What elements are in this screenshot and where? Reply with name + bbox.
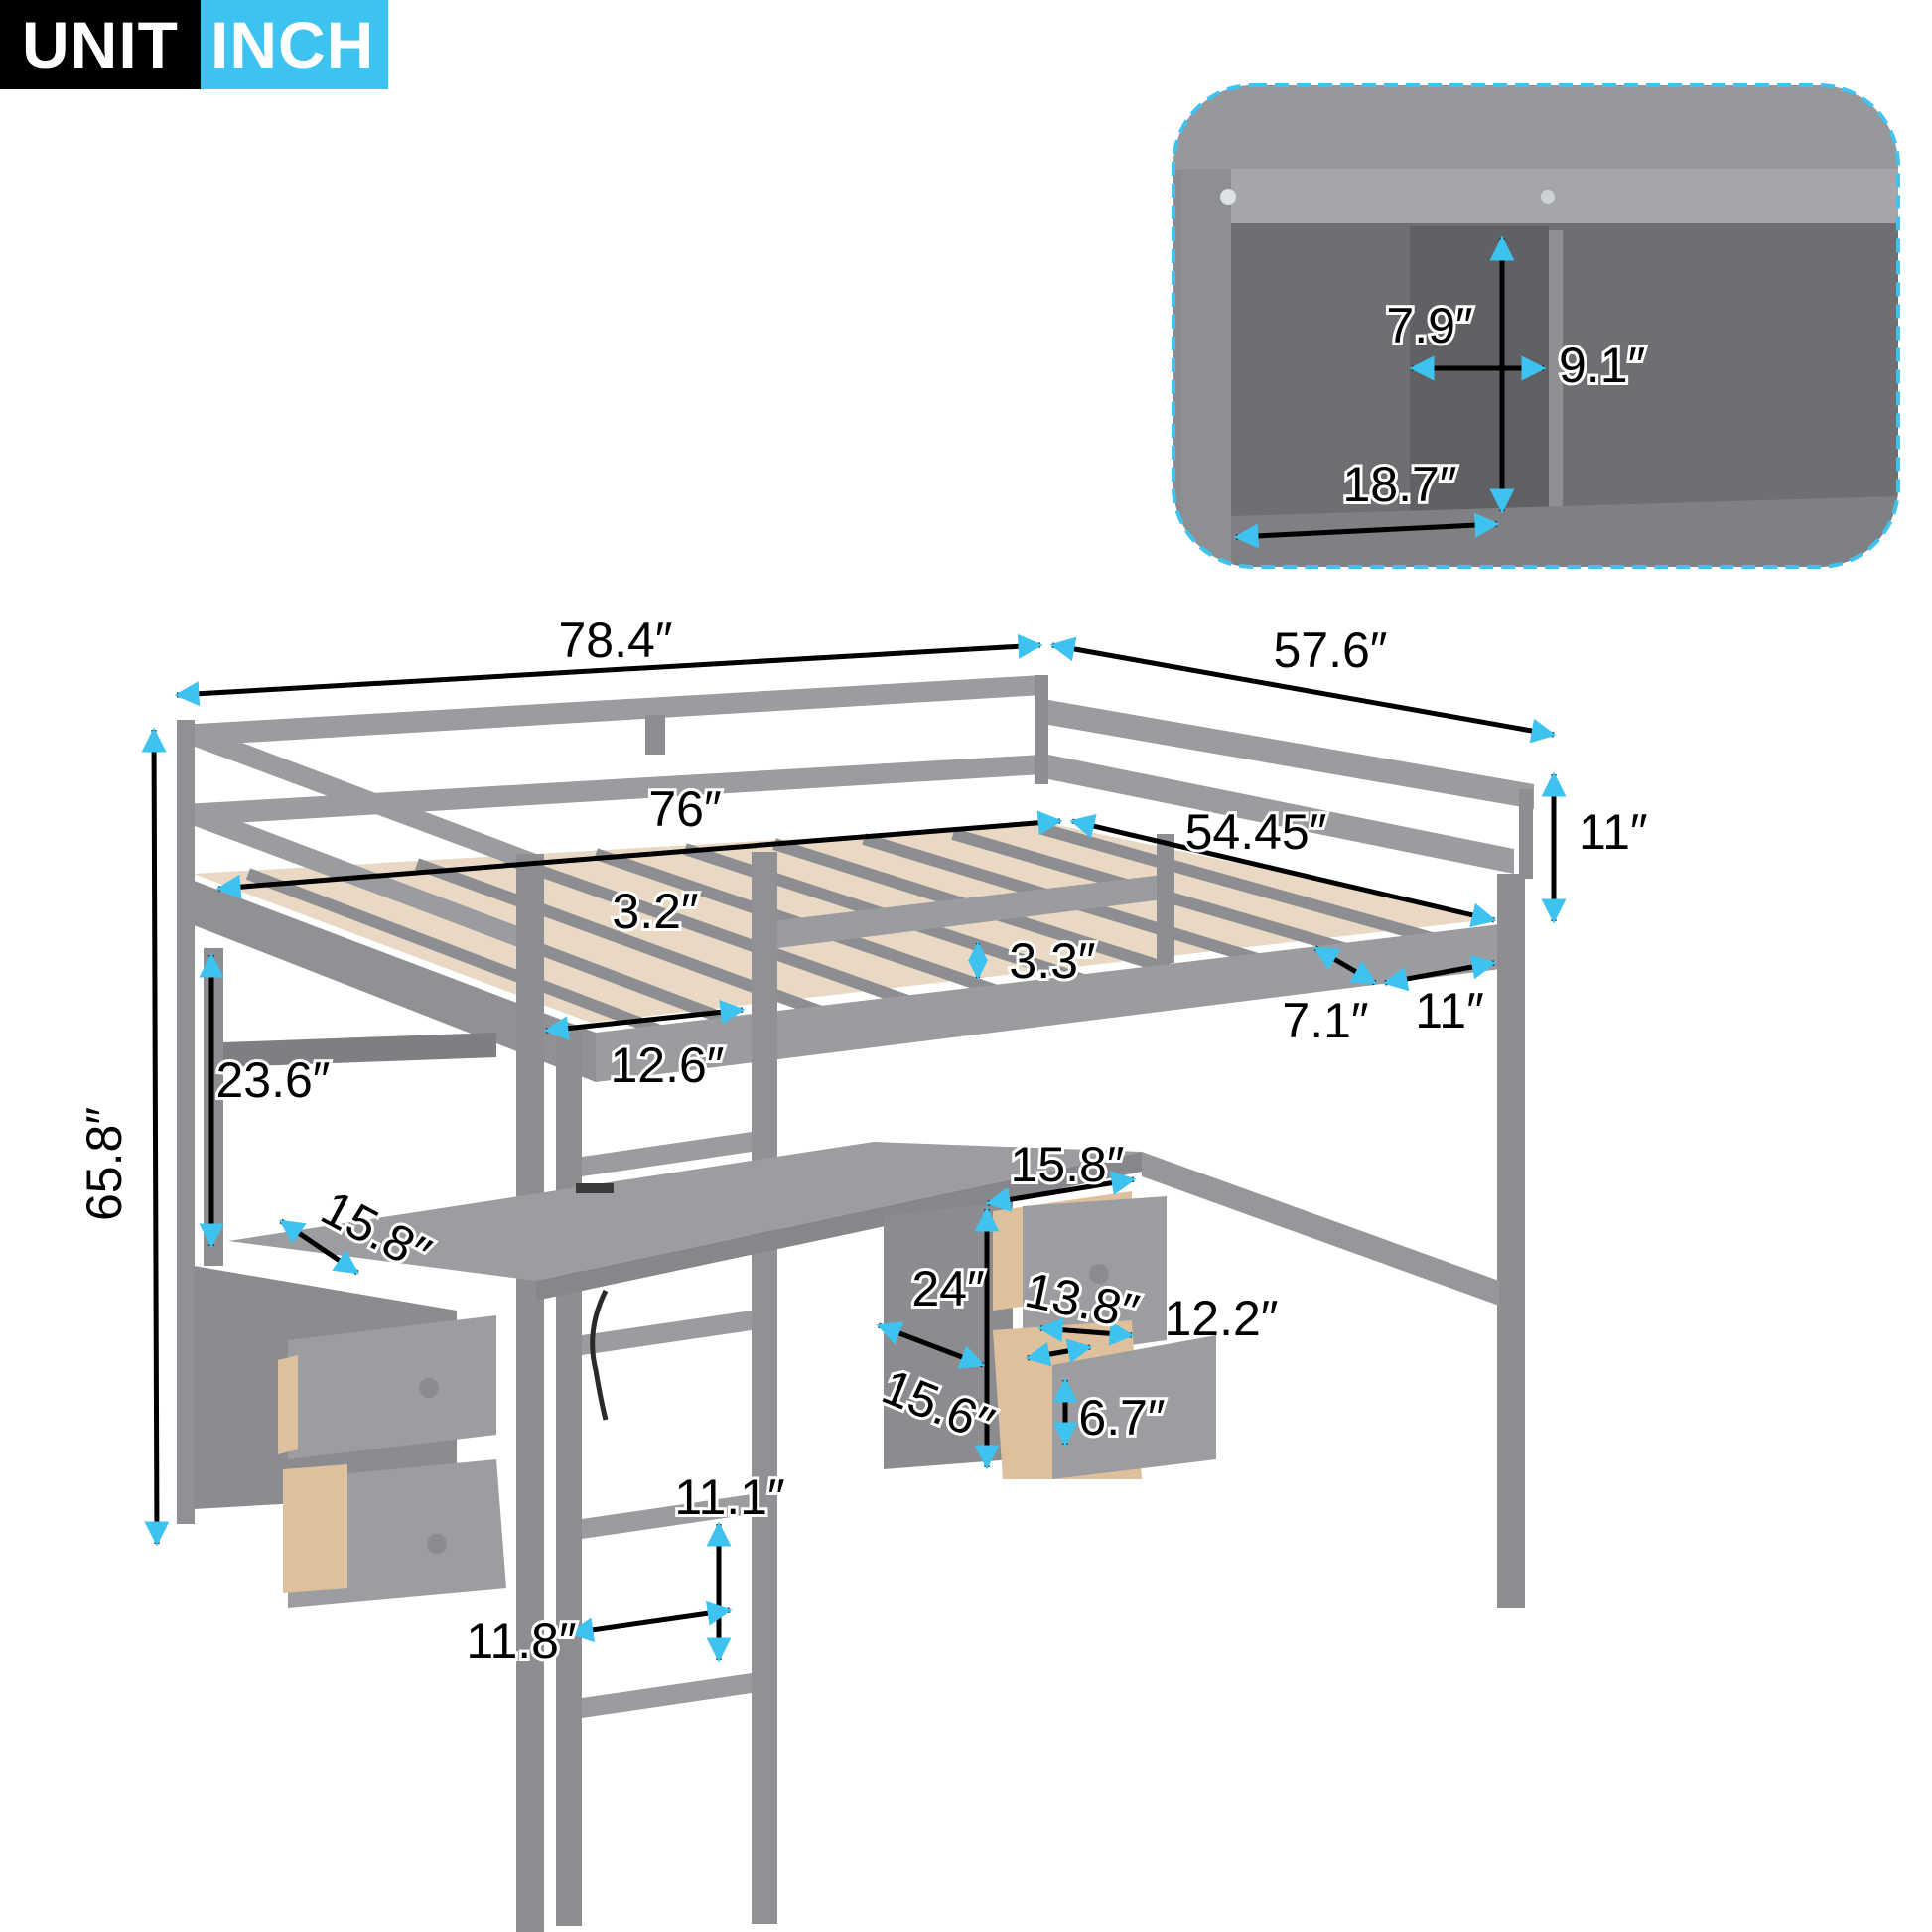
dim-line-overall-height [141,727,170,1547]
drawer-depth-label: 12.2″ [1164,1291,1278,1346]
right-drawer-bottom [1052,1335,1216,1479]
overall-height-label: 65.8″ [76,1107,132,1221]
dim-line-mattress-width [1069,813,1497,928]
drawer-knob-icon [419,1378,439,1398]
unit-label: UNIT [0,0,201,89]
overall-width-label: 57.6″ [1273,622,1387,678]
drawer-knob-icon [1089,1264,1109,1284]
dim-line-guardrail-gap-right [1382,954,1497,992]
guardrail-gap-left-label: 7.1″ [1282,993,1368,1048]
guardrail-gap-right-label: 11″ [1415,983,1484,1038]
guardrail-height-label: 11″ [1579,804,1648,860]
inset-height-label: 7.9″ [1386,298,1472,353]
mattress-width-label: 54.45″ [1185,804,1327,860]
dimension-labels: 78.4″ 57.6″ 65.8″ 11″ 76″ 54.45″ 3.2″ 3.… [76,613,1648,1672]
ladder-right-rail [752,852,777,1924]
front-left-post [516,854,544,1932]
dimension-lines [141,633,1567,1663]
dim-line-cabinet-depth [876,1321,986,1369]
inset-width-label: 18.7″ [1342,457,1456,512]
left-back-post [177,720,195,1524]
screw-icon [1541,190,1555,204]
left-drawer-top [288,1315,496,1459]
desk-depth-label: 15.8″ [1010,1137,1124,1192]
unit-badge: UNIT INCH [0,0,389,89]
ladder-left-rail [556,1033,582,1926]
ladder-rungs [582,1132,752,1718]
drawer-knob-icon [427,1534,447,1554]
shelf-inset: 7.9″ 9.1″ 18.7″ [1172,83,1900,569]
inset-border [1172,83,1900,569]
dim-line-ladder-width [568,1600,733,1643]
slat-width-label: 3.2″ [612,884,698,939]
power-cord-icon [590,1289,609,1421]
overall-length-label: 78.4″ [558,613,672,668]
shelf-depth-label: 15.8″ [313,1179,440,1282]
shelf-height-label: 23.6″ [215,1052,330,1108]
ladder-width-label: 11.8″ [466,1613,576,1669]
cabinet-height-label: 24″ [911,1261,984,1316]
dim-line-mattress-length [215,810,1063,899]
dim-line-inset-width [1233,512,1500,549]
mattress-length-label: 76″ [648,781,721,837]
dim-line-drawer-depth [1037,1317,1135,1346]
unit-value: INCH [200,0,389,89]
dim-line-shelf-depth [278,1218,360,1276]
dim-line-guardrail-gap-left [1312,945,1378,986]
screw-icon [1220,189,1236,205]
dim-line-desk-depth [985,1171,1137,1212]
slat-gap-label: 3.3″ [1009,933,1095,989]
inset-depth-label: 9.1″ [1559,338,1645,393]
dim-line-overall-length [174,633,1043,707]
ladder-opening-label: 12.6″ [610,1037,724,1093]
dim-line-drawer-width [1025,1338,1093,1367]
ladder-rung-spacing-label: 11.1″ [674,1469,784,1525]
desk-top [228,1142,1142,1281]
drawer-height-label: 6.7″ [1078,1390,1165,1446]
loft-bed [177,675,1534,1932]
right-front-leg [1497,874,1525,1608]
power-outlet-icon [576,1183,614,1193]
dim-line-overall-width [1049,636,1557,744]
dim-line-ladder-opening [543,999,746,1041]
